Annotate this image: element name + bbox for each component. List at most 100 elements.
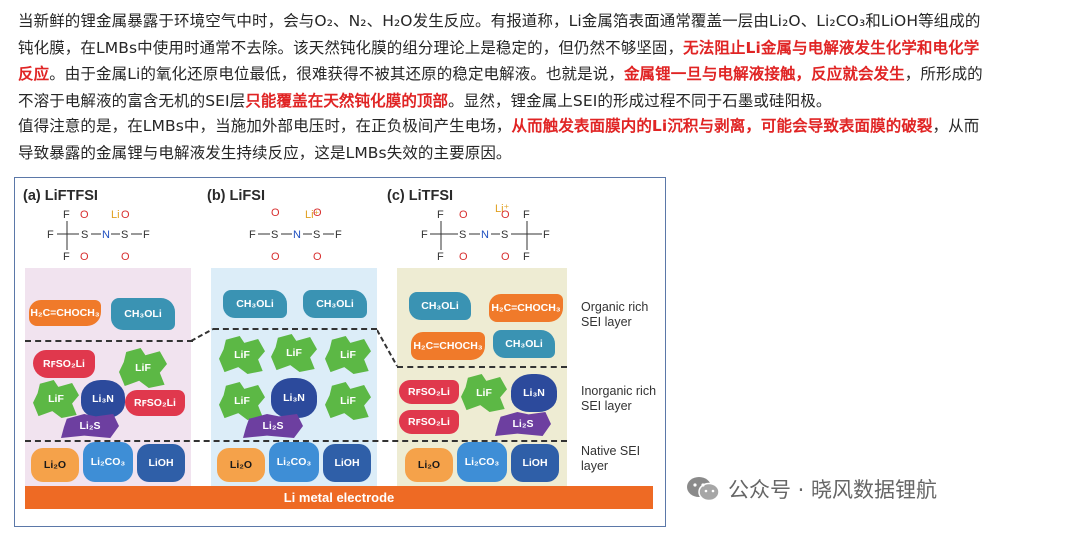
- paragraph-2: 值得注意的是，在LMBs中，当施加外部电压时，在正负极间产生电场，从而触发表面膜…: [18, 113, 1064, 166]
- blob-a-inorg3: LiF: [33, 380, 79, 418]
- atom-n: N: [481, 229, 489, 241]
- atom-f: F: [437, 209, 444, 221]
- blob-b-inorg6: LiF: [325, 382, 371, 420]
- atom-o: O: [271, 207, 280, 219]
- native-b-li2o: Li₂O: [217, 448, 265, 482]
- p1-line2: 钝化膜，在LMBs中使用时通常不去除。该天然钝化膜的组分理论上是稳定的，但仍然不…: [18, 35, 1064, 62]
- boundary-step-bc: [377, 329, 398, 367]
- blob-a-inorg4: Li₃N: [81, 380, 125, 418]
- p2-line1-highlight: 从而触发表面膜内的Li沉积与剥离，可能会导致表面膜的破裂: [511, 117, 933, 135]
- atom-s: S: [459, 229, 466, 241]
- boundary-native: [25, 440, 567, 442]
- p1-line4-text: 不溶于电解液的富含无机的SEI层: [18, 91, 246, 110]
- p2-line1-text-2: ，从而: [932, 117, 980, 135]
- blob-b-inorg4: LiF: [219, 382, 265, 420]
- blob-a-inorg5: RꜰSO₂Li: [125, 390, 185, 416]
- atom-n: N: [293, 229, 301, 241]
- atom-f: F: [335, 229, 342, 241]
- atom-o: O: [121, 209, 130, 221]
- atom-f: F: [523, 209, 530, 221]
- panel-c-cation: Li⁺: [495, 203, 510, 215]
- atom-f: F: [249, 229, 256, 241]
- atom-o: O: [80, 251, 89, 263]
- blob-a-inorg6: Li₂S: [61, 414, 119, 438]
- blob-c-inorg5: Li₂S: [495, 412, 551, 436]
- blob-b-inorg3: LiF: [325, 336, 371, 374]
- atom-o: O: [271, 251, 280, 263]
- atom-f: F: [421, 229, 428, 241]
- blob-c-inorg2: LiF: [461, 374, 507, 412]
- atom-s: S: [271, 229, 278, 241]
- native-b-li2co3: Li₂CO₃: [269, 442, 319, 482]
- atom-f: F: [47, 229, 54, 241]
- blob-c-inorg3: Li₃N: [511, 374, 557, 412]
- blob-a-inorg1: RꜰSO₂Li: [33, 350, 95, 378]
- boundary-a-organic: [25, 340, 193, 342]
- p1-line3-highlight: 反应: [18, 65, 50, 83]
- p1-line2-text: 钝化膜，在LMBs中使用时通常不去除。该天然钝化膜的组分理论上是稳定的，但仍然不…: [18, 38, 684, 57]
- atom-o: O: [459, 251, 468, 263]
- blob-a-org1: H₂C=CHOCH₃: [29, 300, 101, 326]
- p2-line1: 值得注意的是，在LMBs中，当施加外部电压时，在正负极间产生电场，从而触发表面膜…: [18, 113, 1064, 140]
- blob-b-inorg2: LiF: [271, 334, 317, 372]
- blob-b-org2: CH₃OLi: [303, 290, 367, 318]
- atom-f: F: [63, 209, 70, 221]
- atom-n: N: [102, 229, 110, 241]
- paragraph-1: 当新鲜的锂金属暴露于环境空气中时，会与O₂、N₂、H₂O发生反应。有报道称，Li…: [18, 8, 1064, 114]
- panel-a-structure: Li F F F O O S N S O O F: [47, 209, 150, 263]
- blob-c-inorg4: RꜰSO₂Li: [399, 410, 459, 434]
- panel-b-title: (b) LiFSI: [207, 188, 265, 204]
- native-a-li2o: Li₂O: [31, 448, 79, 482]
- native-c-li2o: Li₂O: [405, 448, 453, 482]
- sei-figure: (a) LiFTFSI (b) LiFSI (c) LiTFSI Li F F …: [14, 177, 666, 527]
- panel-c-structure: Li⁺ F F F O O S N S O O F F F: [421, 203, 550, 263]
- boundary-step-ab: [191, 328, 214, 342]
- atom-f: F: [143, 229, 150, 241]
- p1-line4: 不溶于电解液的富含无机的SEI层只能覆盖在天然钝化膜的顶部。显然，锂金属上SEI…: [18, 88, 1064, 115]
- blob-b-inorg7: Li₂S: [243, 414, 303, 438]
- label-inorganic-sei: Inorganic rich SEI layer: [581, 384, 657, 413]
- p1-line3-highlight-2: 金属锂一旦与电解液接触，反应就会发生: [623, 65, 905, 83]
- label-organic-sei: Organic rich SEI layer: [581, 300, 649, 329]
- atom-s: S: [313, 229, 320, 241]
- panel-b-cation: Li⁺: [305, 209, 320, 221]
- p1-line3-text-2: ，所形成的: [904, 65, 983, 83]
- panel-c-title: (c) LiTFSI: [387, 188, 454, 204]
- watermark-text: 公众号 · 晓风数据锂航: [728, 478, 938, 502]
- blob-a-inorg2: LiF: [119, 348, 167, 388]
- blob-c-org1: CH₃OLi: [409, 292, 471, 320]
- blob-b-inorg5: Li₃N: [271, 378, 317, 418]
- atom-s: S: [121, 229, 128, 241]
- p1-line4-highlight: 只能覆盖在天然钝化膜的顶部: [245, 91, 449, 110]
- p2-line1-text: 值得注意的是，在LMBs中，当施加外部电压时，在正负极间产生电场，: [18, 117, 512, 135]
- panel-b-structure: Li⁺ F S O O N S O O F: [249, 207, 342, 263]
- atom-f: F: [523, 251, 530, 263]
- li-metal-electrode: Li metal electrode: [25, 486, 653, 509]
- native-a-lioh: LiOH: [137, 444, 185, 482]
- blob-a-org2: CH₃OLi: [111, 298, 175, 330]
- wechat-icon: [686, 475, 720, 503]
- p1-line1: 当新鲜的锂金属暴露于环境空气中时，会与O₂、N₂、H₂O发生反应。有报道称，Li…: [18, 12, 981, 30]
- native-c-li2co3: Li₂CO₃: [457, 442, 507, 482]
- atom-o: O: [313, 207, 322, 219]
- atom-s: S: [501, 229, 508, 241]
- atom-f: F: [63, 251, 70, 263]
- atom-s: S: [81, 229, 88, 241]
- atom-o: O: [313, 251, 322, 263]
- blob-c-org4: CH₃OLi: [493, 330, 555, 358]
- atom-o: O: [80, 209, 89, 221]
- panel-a-title: (a) LiFTFSI: [23, 188, 98, 204]
- native-b-lioh: LiOH: [323, 444, 371, 482]
- atom-o: O: [501, 251, 510, 263]
- atom-f: F: [543, 229, 550, 241]
- boundary-c-organic: [397, 366, 567, 368]
- native-c-lioh: LiOH: [511, 444, 559, 482]
- p1-line2-highlight: 无法阻止Li金属与电解液发生化学和电化学: [683, 38, 980, 57]
- blob-c-inorg1: RꜰSO₂Li: [399, 380, 459, 404]
- blob-c-org3: H₂C=CHOCH₃: [411, 332, 485, 360]
- atom-o: O: [459, 209, 468, 221]
- atom-o: O: [121, 251, 130, 263]
- blob-b-org1: CH₃OLi: [223, 290, 287, 318]
- boundary-b-organic: [213, 328, 377, 330]
- panel-a-cation: Li: [111, 209, 120, 221]
